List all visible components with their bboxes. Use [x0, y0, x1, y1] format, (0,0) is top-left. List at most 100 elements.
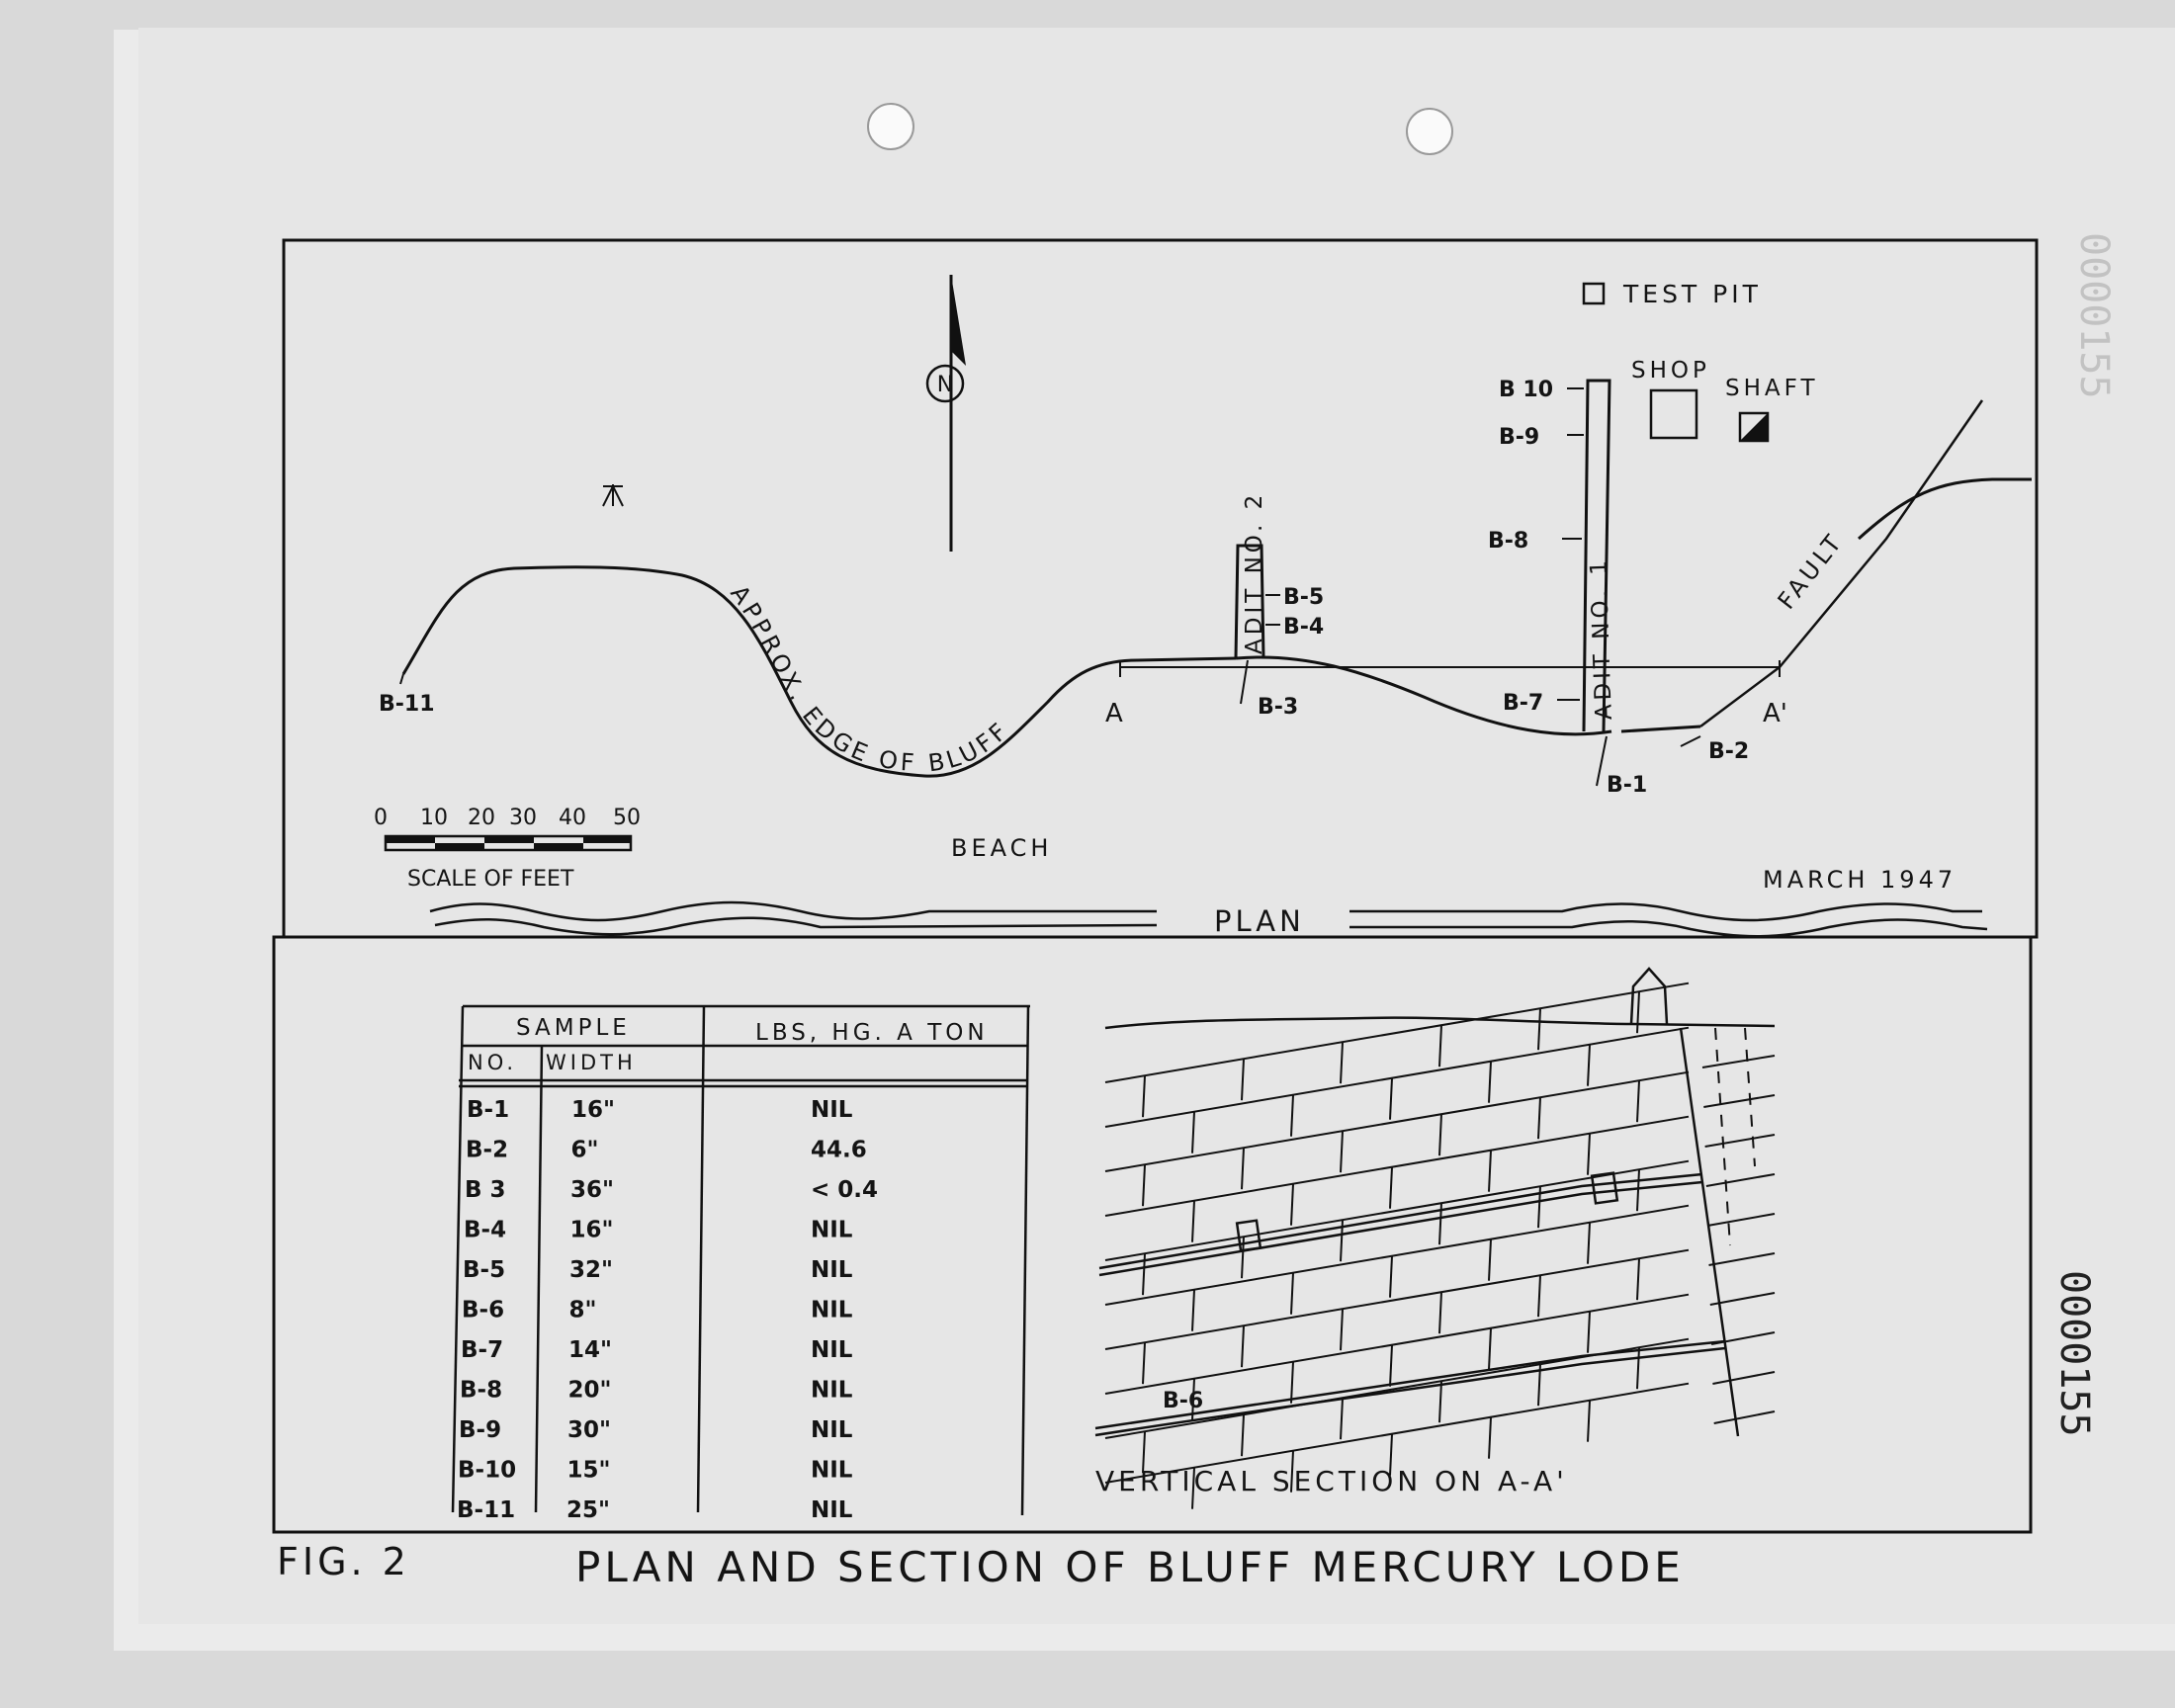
- sample-b5-label: B-5: [1283, 585, 1324, 610]
- sample-b8-label: B-8: [1488, 529, 1528, 554]
- shaft-icon: [1738, 411, 1770, 443]
- scale-ticks: 0 10 20 30 40 50: [374, 806, 641, 830]
- table-cell-no: B-9: [459, 1417, 501, 1443]
- table-row: B-8 20" NIL: [460, 1378, 853, 1404]
- paper-inner-sheet: [138, 28, 2175, 1624]
- north-arrow-icon: N: [925, 275, 966, 552]
- table-cell-no: B-4: [464, 1218, 506, 1243]
- bluff-edge-upper-line: [1857, 477, 2032, 541]
- table-cell-lbs: NIL: [811, 1298, 853, 1324]
- table-row: B 3 36" < 0.4: [465, 1177, 878, 1203]
- table-cell-no: B-11: [457, 1497, 515, 1523]
- section-title: VERTICAL SECTION ON A-A': [1095, 1465, 1568, 1497]
- punch-hole-right: [1406, 108, 1453, 155]
- table-row: B-9 30" NIL: [459, 1417, 853, 1443]
- legend-shaft-label: SHAFT: [1725, 376, 1819, 401]
- figure-title: PLAN AND SECTION OF BLUFF MERCURY LODE: [575, 1543, 1685, 1591]
- svg-text:50: 50: [613, 806, 641, 830]
- table-header-lbs: LBS, HG. A TON: [755, 1020, 989, 1046]
- table-cell-lbs: NIL: [811, 1097, 853, 1123]
- bluff-edge-east-line: [1235, 655, 1612, 736]
- table-cell-lbs: NIL: [811, 1257, 853, 1283]
- fault-line: [1699, 399, 1984, 727]
- table-row: B-4 16" NIL: [464, 1218, 853, 1243]
- bluff-edge-line: [401, 565, 1237, 778]
- section-a-label: A: [1105, 699, 1123, 728]
- shaft-section-lines: [1714, 1027, 1756, 1246]
- table-cell-width: 16": [571, 1097, 615, 1123]
- table-cell-width: 6": [571, 1138, 599, 1163]
- svg-text:20: 20: [468, 806, 495, 830]
- table-row: B-11 25" NIL: [457, 1497, 853, 1523]
- sample-b9-label: B-9: [1499, 425, 1539, 450]
- faded-stamp-number: 0000155: [2071, 232, 2117, 399]
- adit-no2-label: ADIT NO. 2: [1242, 491, 1267, 654]
- table-cell-no: B-1: [467, 1097, 509, 1123]
- sample-table-grid: [451, 1004, 1030, 1516]
- table-cell-lbs: NIL: [811, 1218, 853, 1243]
- sample-b4-label: B-4: [1283, 615, 1324, 640]
- punch-hole-left: [867, 103, 914, 150]
- test-pit-icon: [1582, 282, 1606, 305]
- table-cell-no: B-10: [458, 1458, 516, 1484]
- table-header-width: WIDTH: [546, 1051, 637, 1074]
- north-label: N: [937, 373, 953, 397]
- svg-text:30: 30: [509, 806, 537, 830]
- table-cell-width: 8": [569, 1298, 597, 1324]
- table-cell-lbs: NIL: [811, 1337, 853, 1363]
- table-row: B-2 6" 44.6: [466, 1138, 867, 1163]
- table-cell-no: B 3: [465, 1177, 506, 1203]
- plan-title: PLAN: [1214, 904, 1305, 938]
- table-cell-width: 20": [568, 1378, 612, 1404]
- figure-number: FIG. 2: [277, 1540, 410, 1583]
- svg-text:10: 10: [420, 806, 448, 830]
- legend-test-pit-label: TEST PIT: [1622, 280, 1762, 308]
- sample-b3-label: B-3: [1258, 695, 1298, 720]
- legend-shop-label: SHOP: [1631, 358, 1710, 384]
- table-cell-lbs: 44.6: [811, 1138, 867, 1163]
- sample-b11-label: B-11: [379, 692, 435, 717]
- beach-label: BEACH: [951, 834, 1052, 862]
- table-cell-lbs: NIL: [811, 1378, 853, 1404]
- side-stamp-number: 0000155: [2051, 1270, 2097, 1437]
- table-cell-width: 16": [570, 1218, 614, 1243]
- sample-pointers: [1240, 387, 1701, 787]
- svg-text:40: 40: [559, 806, 586, 830]
- table-cell-no: B-2: [466, 1138, 508, 1163]
- shop-icon: [1649, 388, 1698, 440]
- table-cell-lbs: NIL: [811, 1497, 853, 1523]
- vertical-section-drawing: [1094, 967, 1776, 1437]
- table-cell-lbs: < 0.4: [811, 1177, 878, 1203]
- table-cell-width: 32": [569, 1257, 613, 1283]
- sample-b1-label: B-1: [1607, 773, 1647, 798]
- table-cell-width: 25": [566, 1497, 610, 1523]
- plan-title-waves: [429, 900, 1988, 938]
- adit-no2-tunnel: [1234, 544, 1265, 659]
- table-header-no: NO.: [468, 1051, 517, 1074]
- table-cell-width: 15": [567, 1458, 611, 1484]
- table-cell-no: B-8: [460, 1378, 502, 1404]
- scale-bar: [384, 834, 633, 852]
- table-cell-width: 36": [570, 1177, 614, 1203]
- table-cell-no: B-7: [461, 1337, 503, 1363]
- sample-b7-label: B-7: [1503, 691, 1543, 716]
- adit-no1-label: ADIT NO. 1: [1586, 556, 1617, 721]
- table-cell-width: 30": [567, 1417, 611, 1443]
- fault-label: FAULT: [1773, 527, 1850, 614]
- table-cell-lbs: NIL: [811, 1417, 853, 1443]
- survey-station-icon: [602, 484, 624, 507]
- table-row: B-7 14" NIL: [461, 1337, 853, 1363]
- section-frame: [272, 935, 2033, 1534]
- table-cell-no: B-5: [463, 1257, 505, 1283]
- section-a-prime-label: A': [1763, 699, 1787, 728]
- bedding-lines: [1104, 982, 1776, 1509]
- table-cell-width: 14": [568, 1337, 612, 1363]
- svg-text:0: 0: [374, 806, 388, 830]
- section-sample-b6-label: B-6: [1163, 1389, 1203, 1413]
- table-header-sample: SAMPLE: [516, 1015, 631, 1041]
- sample-b10-label: B 10: [1499, 378, 1553, 402]
